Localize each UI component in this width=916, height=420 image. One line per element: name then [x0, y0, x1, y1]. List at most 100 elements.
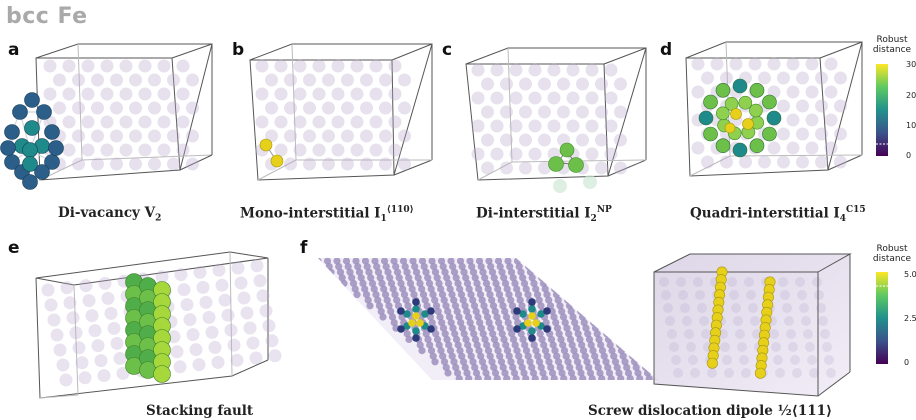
plane-atom	[459, 296, 467, 304]
faint-atom	[815, 99, 828, 113]
plane-atom	[428, 258, 436, 265]
core-atom-ring	[403, 310, 411, 318]
faint-atom	[255, 115, 269, 129]
plane-atom	[470, 330, 478, 338]
faint-atom	[104, 306, 118, 320]
faint-atom	[481, 133, 494, 147]
plane-atom	[499, 363, 507, 371]
box-atom	[744, 277, 754, 287]
colorbar-2-tick-2: 0	[904, 358, 910, 367]
plane-atom	[519, 335, 527, 343]
faint-atom	[265, 73, 278, 87]
plane-atom	[634, 369, 642, 377]
faint-atom	[509, 91, 523, 105]
faint-atom	[100, 115, 114, 129]
faint-atom	[398, 157, 411, 171]
plane-atom	[557, 335, 565, 343]
faint-atom	[230, 353, 244, 367]
plane-atom	[569, 375, 577, 380]
panel-c-interstitial	[548, 142, 597, 193]
core-atom-ring	[528, 305, 536, 313]
faint-atom	[205, 325, 219, 339]
core-atom-ring	[412, 327, 420, 335]
box-atom	[809, 368, 819, 378]
box-atom	[686, 342, 696, 352]
faint-atom	[701, 71, 714, 85]
box-atom	[701, 329, 711, 339]
faint-atom	[274, 59, 288, 73]
faint-atom	[805, 141, 819, 155]
faint-atom	[519, 77, 532, 91]
plane-atom	[367, 274, 375, 282]
plane-atom	[494, 285, 502, 293]
vacancy-atom	[36, 104, 52, 120]
faint-atom	[528, 119, 542, 133]
box-atom	[807, 355, 817, 365]
faint-atom	[262, 319, 276, 333]
plane-atom	[479, 268, 487, 276]
faint-atom	[312, 87, 326, 101]
faint-atom	[100, 143, 114, 157]
plane-atom	[403, 330, 411, 338]
faint-atom	[691, 57, 705, 71]
faint-atom	[50, 328, 64, 342]
plane-atom	[379, 313, 387, 321]
faint-atom	[748, 57, 762, 71]
box-atom	[680, 303, 690, 313]
panel-label-f: f	[300, 238, 308, 258]
plane-atom	[571, 319, 579, 327]
plane-atom	[535, 296, 543, 304]
faint-atom	[614, 77, 627, 91]
caption-b: Mono-interstitial I1⟨110⟩	[240, 205, 414, 224]
box-atom	[824, 355, 834, 365]
box-atom	[693, 277, 703, 287]
faint-atom	[82, 294, 96, 308]
plane-atom	[467, 352, 475, 360]
faint-atom	[180, 298, 194, 312]
vacancy-atom	[24, 120, 40, 136]
core-atom-ring	[513, 307, 521, 315]
faint-atom	[246, 336, 260, 350]
caption-c-sup: NP	[596, 205, 612, 215]
core-atom-ring	[397, 325, 405, 333]
faint-atom	[303, 101, 316, 115]
plane-atom	[582, 324, 590, 332]
faint-atom	[471, 147, 485, 161]
plane-atom	[447, 258, 455, 265]
faint-atom	[614, 105, 627, 119]
faint-atom	[265, 101, 278, 115]
faint-atom	[186, 328, 200, 342]
faint-atom	[240, 306, 254, 320]
plane-atom	[594, 363, 602, 371]
plane-atom	[597, 341, 605, 349]
plane-atom	[490, 363, 498, 371]
faint-atom	[94, 354, 108, 368]
plane-atom	[416, 341, 424, 349]
faint-atom	[815, 127, 828, 141]
plane-atom	[584, 330, 592, 338]
plane-atom	[376, 274, 384, 282]
plane-atom	[610, 352, 618, 360]
plane-atom	[390, 319, 398, 327]
plane-atom	[461, 302, 469, 310]
faint-atom	[331, 87, 345, 101]
faint-atom	[398, 101, 411, 115]
box-atom	[724, 368, 734, 378]
plane-atom	[543, 291, 551, 299]
cluster-atom-inner	[716, 106, 730, 121]
faint-atom	[379, 157, 392, 171]
plane-atom	[558, 307, 566, 315]
plane-atom	[338, 274, 346, 282]
plane-atom	[458, 324, 467, 332]
faint-atom	[398, 129, 411, 143]
colorbar-1	[876, 64, 888, 156]
faint-atom	[720, 155, 733, 169]
plane-atom	[361, 285, 369, 293]
plane-atom	[364, 296, 372, 304]
faint-atom	[528, 63, 542, 77]
box-atom	[659, 277, 669, 287]
box-atom	[801, 316, 811, 326]
faint-atom	[199, 295, 213, 309]
plane-atom	[623, 363, 631, 371]
